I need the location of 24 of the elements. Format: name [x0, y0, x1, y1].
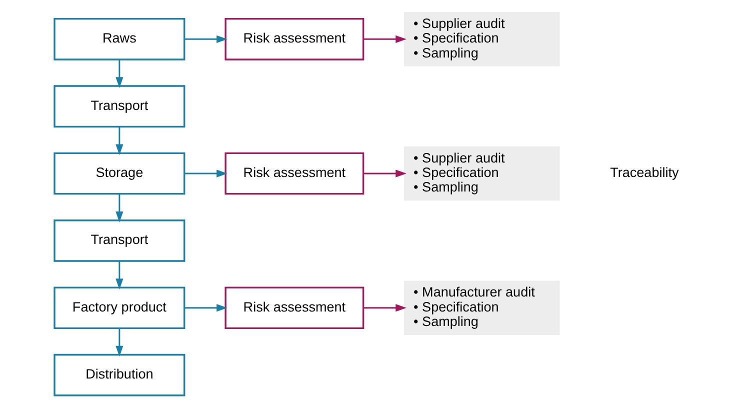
arrow [364, 35, 406, 43]
arrow [364, 170, 406, 178]
arrow [116, 60, 124, 88]
arrow [116, 261, 124, 290]
arrow [116, 194, 124, 222]
node-box: Risk assessment [224, 286, 364, 330]
arrow [184, 35, 228, 43]
node-box: Transport [54, 85, 186, 128]
node-box: Risk assessment [224, 18, 364, 60]
node-box: • Supplier audit • Specification • Sampling [404, 146, 560, 201]
node-box: Distribution [54, 354, 186, 396]
node-box: • Manufacturer audit • Specification • Sampling [404, 280, 560, 335]
label: Traceability [610, 165, 679, 180]
arrow [184, 170, 228, 178]
node-box: • Supplier audit • Specification • Sampling [404, 12, 560, 66]
node-box: Factory product [54, 286, 186, 330]
arrow [184, 304, 228, 312]
node-box: Storage [54, 152, 186, 195]
node-box: Risk assessment [224, 152, 364, 195]
node-box: Transport [54, 220, 186, 262]
arrow [116, 328, 124, 357]
arrow [364, 304, 406, 312]
arrow [116, 126, 124, 156]
node-box: Raws [54, 18, 186, 60]
